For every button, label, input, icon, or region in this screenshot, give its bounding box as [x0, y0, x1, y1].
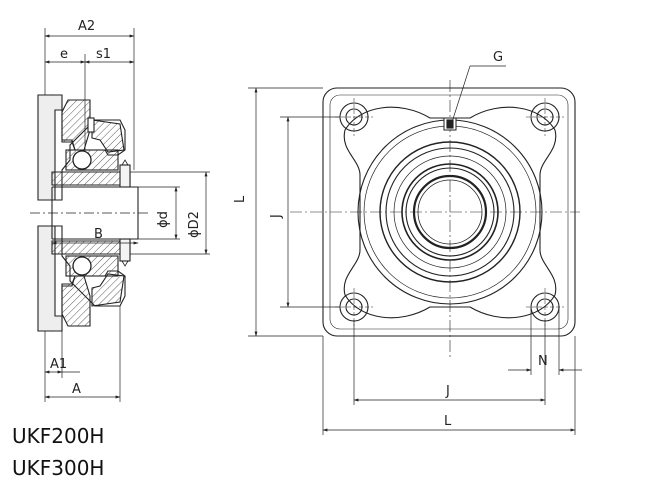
ball-upper — [72, 150, 92, 170]
dim-label-l-horizontal: L — [444, 414, 452, 429]
collar — [401, 163, 499, 261]
side-section-view — [30, 94, 150, 332]
inner-ring-upper — [51, 171, 131, 186]
dim-label-g: G — [493, 50, 503, 65]
square-flange — [322, 87, 576, 337]
model-label-ukf200h: UKF200H — [12, 424, 105, 448]
housing-lobes — [343, 106, 557, 319]
front-labels: G L J N J L — [233, 50, 548, 429]
model-label-ukf300h: UKF300H — [12, 456, 105, 480]
dim-label-a2: A2 — [78, 19, 95, 34]
grease-fitting — [87, 117, 95, 133]
dim-label-j-horizontal: J — [445, 384, 450, 399]
housing-hatch-lower-b — [91, 273, 125, 307]
dim-label-d2: ϕD2 — [187, 211, 202, 238]
side-labels: A2 e s1 B ϕd ϕD2 A1 A — [50, 19, 202, 397]
dim-label-j-vertical: J — [269, 214, 284, 219]
dim-label-d: ϕd — [156, 211, 171, 228]
shaft-bore — [412, 174, 488, 250]
front-dimensions — [248, 65, 582, 435]
dim-label-n: N — [538, 354, 548, 369]
housing-hatch-lower — [61, 275, 91, 327]
dim-label-l-vertical: L — [233, 195, 248, 203]
housing-hatch-upper-b — [91, 119, 125, 153]
dim-label-e: e — [60, 47, 68, 62]
lock-nut-lower — [119, 238, 131, 262]
lock-nut-upper — [119, 164, 131, 188]
ball-lower — [72, 256, 92, 276]
dim-label-a: A — [72, 382, 81, 397]
side-dimensions — [44, 28, 210, 402]
flange-upper — [37, 94, 63, 201]
front-view — [290, 80, 580, 360]
housing-hatch-upper — [61, 99, 91, 151]
dim-label-a1: A1 — [50, 357, 67, 372]
dim-label-b: B — [94, 227, 103, 242]
dim-label-s1: s1 — [96, 47, 111, 62]
bearing-outer — [379, 141, 521, 283]
